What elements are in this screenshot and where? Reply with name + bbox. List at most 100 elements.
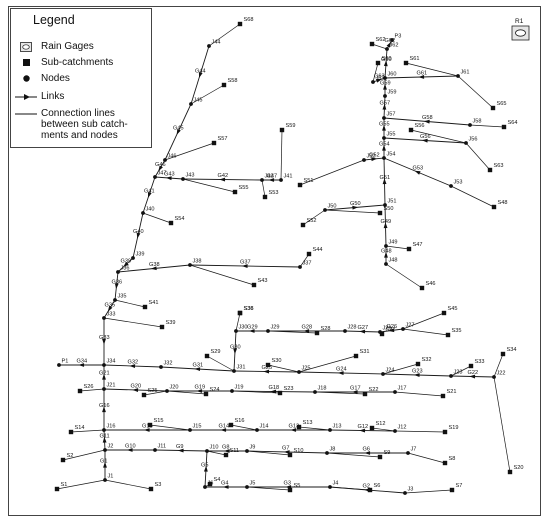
node-label-j35: J35 [118, 294, 127, 300]
link-g53: G53 [383, 157, 452, 187]
node-dot-icon [383, 94, 387, 98]
link-g56: G56 [383, 134, 467, 144]
node-j5: J5 [245, 481, 255, 489]
node-dot-icon [255, 428, 259, 432]
subcatchment-square-icon [507, 469, 513, 475]
link-g29: G29 [236, 325, 268, 333]
node-label-j58: J58 [473, 119, 482, 125]
link-label-g47: G47 [267, 174, 278, 180]
subcatchment-label-s22: S22 [369, 387, 379, 393]
connection-line-s26 [79, 388, 105, 392]
node-dot-icon [456, 74, 460, 78]
link-arrow-icon [194, 367, 201, 372]
subcatchment-label-s50: S50 [384, 206, 394, 212]
link-label-g45: G45 [173, 126, 184, 132]
node-label-j30: J30 [239, 325, 248, 331]
node-j63: J63 [371, 76, 385, 84]
legend-box: Legend Rain Gages Sub-catchments Nodes L… [10, 8, 152, 148]
connection-line-s68 [208, 23, 241, 47]
link-arrow-icon [219, 177, 226, 182]
link-label-g49: G49 [381, 219, 392, 225]
node-label-j51: J51 [388, 199, 397, 205]
subcatchment-square-icon [487, 167, 493, 173]
subcatchment-s51: S51 [297, 178, 313, 188]
subcatchment-label-s63: S63 [494, 163, 504, 169]
legend-connection-lines: Connection lines between sub catch- ment… [15, 108, 128, 141]
link-arrow-icon [384, 251, 388, 258]
subcatchment-s60: S60 [375, 56, 392, 66]
connection-line-s56 [410, 129, 467, 144]
link-label-g4: G4 [221, 481, 228, 487]
connection-line-s52 [302, 209, 326, 226]
connection-line-s50 [324, 209, 381, 214]
node-label-j29: J29 [271, 325, 280, 331]
subcatchment-square-icon [353, 353, 359, 359]
node-label-j1: J1 [108, 474, 114, 480]
connection-line-s7 [404, 489, 453, 494]
node-label-j15: J15 [193, 424, 202, 430]
legend-title: Legend [33, 13, 75, 27]
node-dot-icon [383, 203, 387, 207]
link-label-g9: G9 [176, 444, 183, 450]
node-j53: J53 [449, 180, 463, 188]
node-label-j38: J38 [193, 259, 202, 265]
link-arrow-icon [222, 485, 229, 489]
connection-line-s54 [142, 212, 172, 224]
link-arrow-icon [383, 222, 388, 229]
node-label-j19: J19 [235, 385, 244, 391]
node-dot-icon [385, 47, 389, 51]
link-label-g23: G23 [412, 369, 423, 375]
subcatchment-s48: S48 [491, 200, 507, 210]
node-j16: J16 [102, 424, 116, 432]
legend-subcatchments: Sub-catchments [15, 57, 113, 68]
link-g58: G58 [383, 115, 471, 126]
link-label-g54: G54 [379, 142, 390, 148]
connection-line-s33 [450, 365, 472, 377]
subcatchment-label-s1: S1 [61, 482, 68, 488]
subcatchment-label-s54: S54 [175, 216, 185, 222]
node-dot-icon [57, 363, 61, 367]
node-label-j42: J42 [265, 174, 274, 180]
node-j10: J10 [205, 445, 219, 453]
link-arrow-icon [114, 283, 119, 290]
node-j22: J22 [492, 371, 506, 379]
node-dot-icon [449, 374, 453, 378]
subcatchment-s45: S45 [441, 306, 457, 316]
node-label-j4: J4 [333, 481, 339, 487]
subcatchment-square-icon [500, 351, 506, 357]
subcatchment-label-s46: S46 [426, 281, 436, 287]
subcatchment-square-icon [68, 429, 74, 435]
connection-line-s51 [299, 159, 365, 186]
node-dot-icon [188, 263, 192, 267]
node-j38: J38 [188, 259, 202, 267]
connection-line-s32 [382, 363, 419, 375]
node-j45: J45 [189, 98, 203, 106]
node-dot-icon [203, 485, 207, 489]
subcatchment-label-s55: S55 [239, 185, 249, 191]
node-dot-icon [382, 116, 386, 120]
link-label-g7: G7 [282, 446, 289, 452]
connection-line-s64 [469, 124, 505, 128]
subcatchment-label-s60: S60 [382, 56, 392, 62]
subcatchment-square-icon [237, 21, 243, 27]
node-j54: J54 [382, 152, 396, 160]
link-arrow-icon [158, 165, 163, 172]
link-arrow-icon [220, 428, 227, 432]
subcatchment-s27: S27 [379, 327, 395, 337]
node-label-j31: J31 [237, 365, 246, 371]
node-j21: J21 [102, 383, 116, 391]
node-dot-icon [163, 158, 167, 162]
subcatchment-s6: S6 [367, 483, 380, 493]
node-label-j41: J41 [284, 174, 293, 180]
subcatchment-label-s29: S29 [211, 349, 221, 355]
connection-line-s1 [56, 479, 106, 490]
connection-line-s58 [190, 84, 225, 105]
link-label-g44: G44 [195, 69, 206, 75]
subcatchment-square-icon [491, 204, 497, 210]
node-dot-icon [343, 329, 347, 333]
subcatchment-square-icon [204, 353, 210, 359]
subcatchment-label-s30: S30 [272, 358, 282, 364]
link-arrow-icon [388, 328, 395, 333]
subcatchment-square-icon [15, 59, 37, 66]
